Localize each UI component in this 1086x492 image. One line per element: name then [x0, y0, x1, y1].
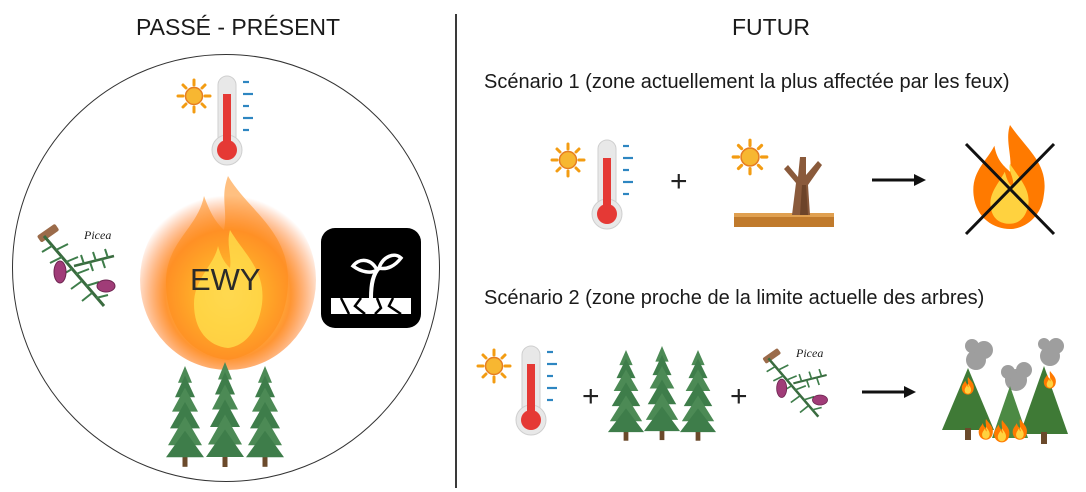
future-title: FUTUR — [732, 14, 810, 40]
ewy-label: EWY — [190, 262, 261, 297]
sun-icon — [550, 142, 586, 178]
sun-icon — [476, 348, 512, 384]
spruce-trees-icon — [166, 362, 284, 467]
spruce-branch-icon — [35, 222, 117, 308]
arrow-right-icon — [862, 386, 916, 398]
past-present-circle — [12, 54, 440, 482]
seedling-drought-icon — [321, 228, 421, 328]
past-present-title: PASSÉ - PRÉSENT — [136, 14, 341, 40]
panel-divider — [455, 14, 457, 488]
plus-sign: + — [730, 380, 748, 413]
spruce-branch-icon — [761, 346, 829, 418]
arrow-right-icon — [872, 174, 926, 186]
forest-fire-icon — [942, 338, 1068, 444]
thermometer-icon — [514, 344, 559, 437]
plus-sign: + — [670, 165, 688, 198]
scenario-2-label: Scénario 2 (zone proche de la limite act… — [484, 287, 985, 309]
sun-icon — [176, 78, 212, 114]
picea-label: Picea — [84, 228, 112, 242]
thermometer-icon — [210, 74, 255, 167]
dead-tree-drought-icon — [731, 138, 834, 227]
picea-label: Picea — [796, 346, 824, 360]
scenario-1-label: Scénario 1 (zone actuellement la plus af… — [484, 71, 1010, 93]
thermometer-icon — [590, 138, 635, 231]
plus-sign: + — [582, 380, 600, 413]
spruce-trees-icon — [607, 346, 717, 441]
fire-icon — [140, 176, 316, 370]
crossed-fire-icon — [964, 125, 1056, 236]
